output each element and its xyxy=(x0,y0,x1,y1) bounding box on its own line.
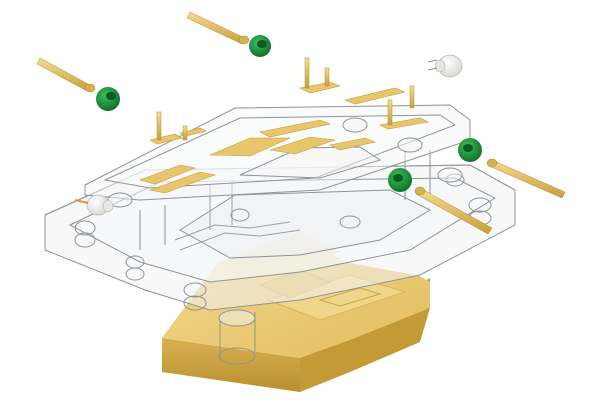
pin-assembly-top-left xyxy=(36,57,120,111)
white-connector-left xyxy=(74,194,114,216)
pin-assembly-right-upper xyxy=(458,138,566,199)
gold-traces xyxy=(139,81,429,194)
pin-assembly-right-lower xyxy=(388,168,493,235)
gold-contact-pins-vertical xyxy=(156,57,415,141)
pin-assembly-top-center xyxy=(186,11,271,57)
white-connector-upper-right xyxy=(427,54,463,78)
